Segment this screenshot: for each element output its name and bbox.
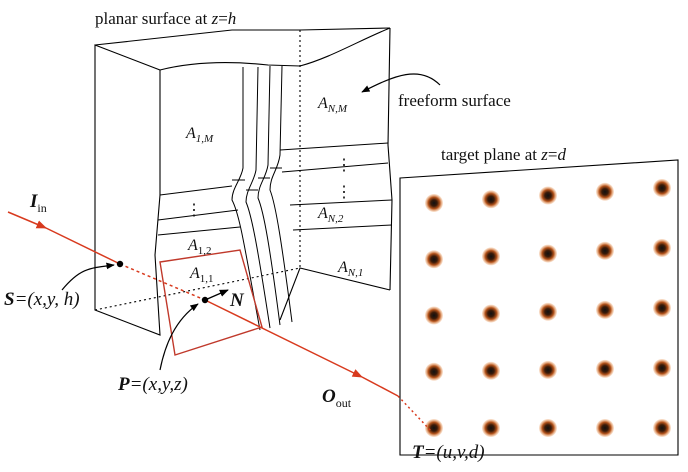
focal-spot	[539, 186, 557, 205]
focal-spot	[653, 299, 671, 317]
focal-spot	[596, 300, 614, 319]
focal-spot	[653, 359, 671, 377]
label-planar-surface: planar surface at z=h	[95, 9, 236, 28]
spot-grid	[425, 179, 671, 437]
focal-spot	[539, 360, 557, 379]
optical-block	[94, 27, 393, 336]
focal-spot	[482, 190, 500, 209]
rays	[7, 211, 433, 433]
block-bottom-right	[279, 267, 391, 321]
label-freeform-surface: freeform surface	[398, 91, 511, 110]
point-S	[116, 260, 124, 268]
focal-spot	[482, 361, 500, 380]
focal-spot	[482, 247, 500, 266]
focal-spot	[425, 306, 443, 325]
freeform-top-profile	[159, 27, 391, 71]
focal-spot	[596, 182, 614, 201]
ellipsis-right-upper: ⋮	[336, 157, 352, 174]
label-N: N	[229, 290, 245, 311]
ellipsis-left: ⋮	[186, 202, 202, 219]
focal-spot	[425, 419, 443, 437]
focal-spot	[596, 419, 614, 437]
ellipsis-right-lower: ⋮	[336, 184, 352, 201]
block-top-edge	[94, 29, 300, 46]
focal-spot	[482, 304, 500, 323]
label-target-plane: target plane at z=d	[441, 145, 566, 164]
focal-spot	[482, 419, 500, 437]
block-right-edge	[387, 27, 393, 291]
focal-spot	[596, 241, 614, 260]
pointer-curves	[61, 73, 441, 371]
block-right-top	[299, 27, 391, 31]
label-I-in: Iin	[29, 191, 47, 215]
focal-spot	[596, 359, 614, 378]
focal-spot	[653, 419, 671, 437]
label-T: T=(u,v,d)	[412, 442, 485, 463]
label-A1M: A1,M	[185, 125, 214, 145]
label-S: S=(x,y, h)	[4, 289, 80, 310]
label-O-out: Oout	[322, 386, 352, 410]
focal-spot	[425, 362, 443, 381]
focal-spot	[425, 250, 443, 269]
normal-arrow	[204, 289, 229, 301]
label-P: P=(x,y,z)	[117, 374, 188, 395]
focal-spot	[653, 179, 671, 197]
outgoing-ray	[204, 299, 363, 378]
focal-spot	[539, 302, 557, 321]
patch-A11	[159, 249, 263, 356]
label-AN1: AN,1	[337, 259, 363, 279]
focal-spot	[539, 244, 557, 263]
label-A12: A1,2	[187, 237, 212, 257]
label-AN2: AN,2	[317, 205, 344, 225]
ray-to-target	[397, 395, 433, 433]
focal-spot	[653, 239, 671, 257]
target-plane	[399, 159, 679, 456]
focal-spot	[539, 419, 557, 437]
label-ANM: AN,M	[317, 95, 348, 115]
label-A11: A1,1	[189, 265, 214, 285]
incident-ray	[7, 211, 47, 229]
focal-spot	[425, 194, 443, 212]
freeform-strips	[157, 65, 393, 331]
block-left-face	[94, 44, 161, 336]
